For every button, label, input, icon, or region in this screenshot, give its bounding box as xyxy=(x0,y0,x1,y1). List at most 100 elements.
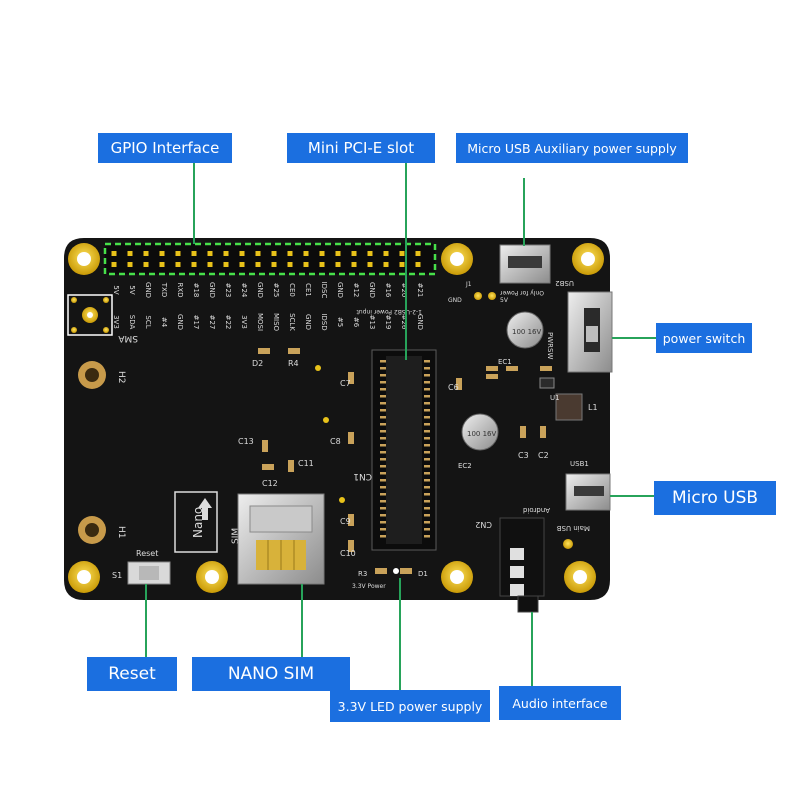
silk-only-for-power: Only for Power xyxy=(500,289,544,296)
silk-sim: SIM xyxy=(231,528,241,544)
gpio-pin-label: GND xyxy=(144,282,152,298)
silk-usb1: USB1 xyxy=(570,460,589,468)
smd-components xyxy=(258,348,552,574)
silk-power-input: 1-2-USB2 Power input xyxy=(356,308,422,315)
sma-pad xyxy=(67,294,113,336)
silk-5v: 5V xyxy=(500,297,509,304)
gpio-pin xyxy=(111,262,117,267)
silk-cn1: CN1 xyxy=(353,471,372,481)
silk-c2: C2 xyxy=(538,451,549,460)
silk-pwrsw: PWRSW xyxy=(546,332,554,359)
pcie-contact xyxy=(380,521,386,524)
gpio-pin-label: TXD xyxy=(160,282,168,297)
gpio-pin xyxy=(415,262,421,267)
gpio-pin-label: GND xyxy=(208,282,216,298)
pcie-contact xyxy=(424,521,430,524)
gpio-pin xyxy=(255,262,261,267)
gpio-pin-label: GND xyxy=(336,282,344,298)
silk-l1: L1 xyxy=(588,403,598,412)
gpio-pin xyxy=(271,262,277,267)
silk-c13: C13 xyxy=(238,437,254,446)
gpio-pin-label: GND xyxy=(256,282,264,298)
pcie-contact xyxy=(424,423,430,426)
pcie-contact xyxy=(424,360,430,363)
test-pad-gnd xyxy=(474,292,482,300)
vias xyxy=(315,365,345,503)
cap-ec1-text: 100 16V xyxy=(512,328,541,336)
gpio-pin xyxy=(159,262,165,267)
pcie-contact xyxy=(424,374,430,377)
gpio-pin xyxy=(399,262,405,267)
gpio-pin xyxy=(335,251,341,256)
gpio-pin-label: MISO xyxy=(272,313,280,332)
gpio-pin xyxy=(367,262,373,267)
gpio-pin xyxy=(351,262,357,267)
gpio-pin-label: #18 xyxy=(192,283,200,298)
gpio-pin-label: 5V xyxy=(112,285,120,294)
silk-gnd: GND xyxy=(448,297,462,304)
pcie-contact xyxy=(424,507,430,510)
silk-h1: H1 xyxy=(116,526,126,539)
gpio-pin xyxy=(383,262,389,267)
gpio-pin-label: #5 xyxy=(336,317,344,327)
pcie-contact xyxy=(424,444,430,447)
gpio-pin-label: #20 xyxy=(400,283,408,298)
silk-ec2: EC2 xyxy=(458,462,472,470)
pcie-contact xyxy=(424,388,430,391)
gpio-pin-label: #12 xyxy=(352,283,360,298)
label-nano-sim: NANO SIM xyxy=(192,657,350,691)
reset-button xyxy=(127,561,171,585)
capacitor-ec2: 100 16V xyxy=(461,413,499,451)
gpio-pin-label: #27 xyxy=(208,315,216,330)
mini-pcie-slot xyxy=(371,349,437,551)
gpio-pin xyxy=(319,251,325,256)
capacitor-ec1: 100 16V xyxy=(506,311,544,349)
label-mini-pcie-slot: Mini PCI-E slot xyxy=(287,133,435,163)
gpio-pin-label: IDSC xyxy=(320,282,328,299)
nano-marker xyxy=(174,491,218,553)
pcie-contact xyxy=(424,493,430,496)
gpio-pin-label: #25 xyxy=(272,283,280,298)
pcie-contact xyxy=(424,486,430,489)
pcie-contact xyxy=(380,430,386,433)
pcie-contact xyxy=(424,465,430,468)
pcie-contact xyxy=(380,437,386,440)
label-led-power-supply: 3.3V LED power supply xyxy=(330,690,490,722)
pcie-contact xyxy=(424,381,430,384)
pcie-contact xyxy=(424,437,430,440)
pcie-contact xyxy=(380,416,386,419)
gpio-pin-label: #6 xyxy=(352,317,360,328)
gpio-pin-label: GND xyxy=(368,282,376,298)
gpio-pin xyxy=(415,251,421,256)
gpio-pin-label: 3V3 xyxy=(240,315,248,329)
silk-r4: R4 xyxy=(288,359,299,368)
silk-c8: C8 xyxy=(330,437,341,446)
gpio-header xyxy=(103,242,437,276)
silk-j1: J1 xyxy=(465,281,472,288)
gpio-pin xyxy=(367,251,373,256)
silk-c10: C10 xyxy=(340,549,356,558)
pcie-contact xyxy=(380,444,386,447)
gpio-pin xyxy=(239,251,245,256)
silk-s1: S1 xyxy=(112,571,122,580)
silk-d2: D2 xyxy=(252,359,263,368)
standoff-h1 xyxy=(78,516,106,544)
gpio-pin-label: #17 xyxy=(192,315,200,330)
silk-c9: C9 xyxy=(340,517,351,526)
pcie-contact xyxy=(424,458,430,461)
pcie-contact xyxy=(380,395,386,398)
label-micro-usb: Micro USB xyxy=(654,481,776,515)
gpio-pin-label: 5V xyxy=(128,285,136,294)
gpio-pin-label: RXD xyxy=(176,282,184,297)
silk-sma: SMA xyxy=(118,333,138,343)
label-gpio-interface: GPIO Interface xyxy=(98,133,232,163)
silk-h2: H2 xyxy=(116,371,126,384)
led-d1 xyxy=(393,568,399,574)
gpio-pin-label: SDA xyxy=(128,315,136,330)
pcie-contact xyxy=(380,409,386,412)
pcie-contact xyxy=(424,367,430,370)
gpio-pin xyxy=(399,251,405,256)
silk-c12: C12 xyxy=(262,479,278,488)
gpio-pin xyxy=(127,262,133,267)
